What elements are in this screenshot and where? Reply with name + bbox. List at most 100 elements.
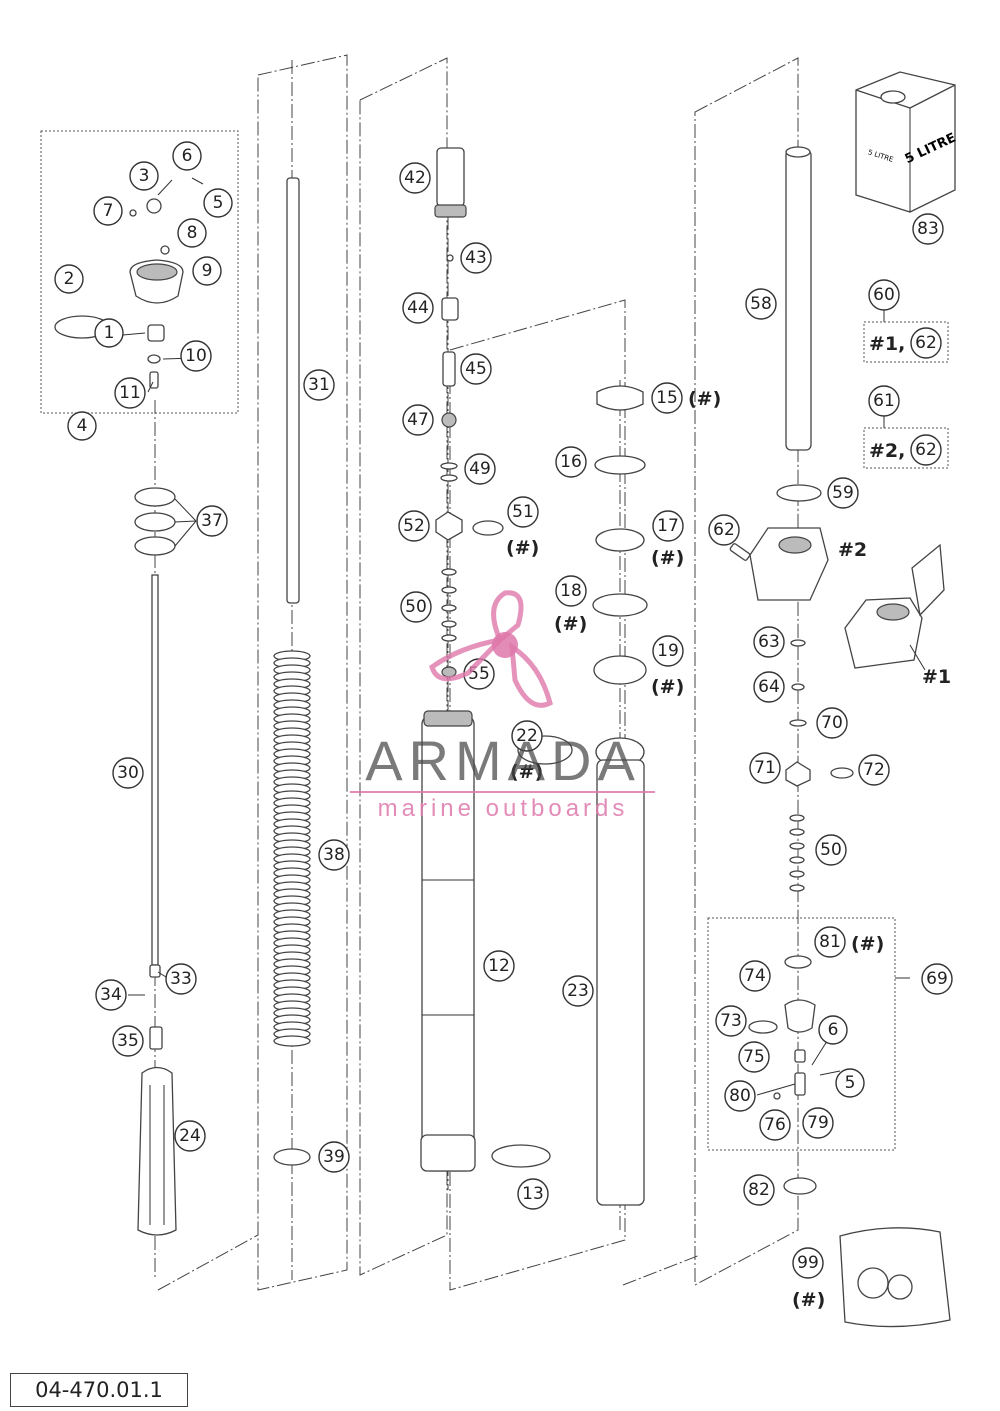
svg-text:76: 76 bbox=[764, 1115, 786, 1135]
svg-text:83: 83 bbox=[917, 219, 939, 239]
watermark-tagline: marine outboards bbox=[377, 795, 629, 822]
watermark-divider bbox=[350, 791, 655, 793]
svg-text:42: 42 bbox=[404, 168, 426, 188]
group-boxes bbox=[40, 130, 949, 1151]
group-box-4 bbox=[40, 130, 239, 414]
damper-rod-30 bbox=[149, 574, 163, 1050]
fork-clamps bbox=[729, 484, 945, 669]
callout-11: 11 bbox=[114, 377, 146, 409]
callout-30: 30 bbox=[112, 757, 144, 789]
piston-rod-31 bbox=[286, 177, 300, 604]
kit-box-60 bbox=[863, 321, 949, 363]
callout-9: 9 bbox=[192, 256, 222, 286]
svg-text:50: 50 bbox=[820, 840, 842, 860]
reference-marks: (#) (#) (#) (#) (#) (#) (#) (#) #2 #1 #1… bbox=[506, 333, 951, 1311]
group-box-69 bbox=[707, 917, 896, 1151]
callout-52: 52 bbox=[398, 510, 430, 542]
svg-text:50: 50 bbox=[405, 597, 427, 617]
svg-text:47: 47 bbox=[407, 410, 429, 430]
callout-17: 17 bbox=[652, 510, 684, 542]
callout-4: 4 bbox=[67, 411, 97, 441]
callout-73: 73 bbox=[715, 1005, 747, 1037]
svg-text:43: 43 bbox=[465, 248, 487, 268]
callout-70: 70 bbox=[816, 707, 848, 739]
callout-31: 31 bbox=[303, 369, 335, 401]
seal-ring-13 bbox=[491, 1144, 551, 1168]
svg-text:11: 11 bbox=[119, 383, 141, 403]
svg-text:24: 24 bbox=[179, 1126, 201, 1146]
callout-5a: 5 bbox=[203, 188, 233, 218]
svg-text:45: 45 bbox=[465, 359, 487, 379]
ref-mark-22: (#) bbox=[510, 761, 543, 783]
svg-text:71: 71 bbox=[754, 758, 776, 778]
shim-stack-37 bbox=[134, 487, 176, 556]
callout-3: 3 bbox=[129, 161, 159, 191]
base-valve-69 bbox=[748, 955, 817, 1195]
callout-22: 22 bbox=[511, 720, 543, 752]
callout-33: 33 bbox=[165, 963, 197, 995]
ref-mark-19: (#) bbox=[651, 676, 684, 698]
callout-5b: 5 bbox=[835, 1068, 865, 1098]
callout-62-kit60: 62 bbox=[910, 327, 942, 359]
callout-8: 8 bbox=[177, 218, 207, 248]
callout-42: 42 bbox=[399, 162, 431, 194]
svg-text:70: 70 bbox=[821, 713, 843, 733]
svg-text:31: 31 bbox=[308, 375, 330, 395]
callout-83: 83 bbox=[912, 213, 944, 245]
callout-62-kit61: 62 bbox=[910, 434, 942, 466]
callout-82: 82 bbox=[743, 1174, 775, 1206]
callout-18: 18 bbox=[555, 575, 587, 607]
svg-text:6: 6 bbox=[182, 146, 193, 166]
svg-text:51: 51 bbox=[512, 502, 534, 522]
inner-tube-23 bbox=[596, 759, 645, 1206]
callout-50b: 50 bbox=[815, 834, 847, 866]
svg-text:37: 37 bbox=[201, 511, 223, 531]
ref-mark-51: (#) bbox=[506, 537, 539, 559]
svg-text:6: 6 bbox=[828, 1020, 839, 1040]
svg-text:38: 38 bbox=[323, 845, 345, 865]
slider-tube-58 bbox=[785, 146, 812, 451]
cap-assembly bbox=[54, 198, 184, 389]
callout-71: 71 bbox=[749, 752, 781, 784]
watermark-brand: ARMADA bbox=[365, 729, 641, 792]
svg-text:64: 64 bbox=[758, 677, 780, 697]
ref-mark-clamp-2: #2 bbox=[838, 539, 867, 561]
kit-box-61 bbox=[863, 427, 949, 469]
callout-19: 19 bbox=[652, 635, 684, 667]
spring-coil bbox=[273, 1035, 311, 1047]
svg-text:58: 58 bbox=[750, 294, 772, 314]
svg-text:72: 72 bbox=[863, 760, 885, 780]
svg-text:75: 75 bbox=[743, 1047, 765, 1067]
callout-79: 79 bbox=[802, 1107, 834, 1139]
svg-text:61: 61 bbox=[873, 391, 895, 411]
callout-45: 45 bbox=[460, 353, 492, 385]
kit-note-61: #2, bbox=[869, 440, 905, 462]
svg-text:22: 22 bbox=[516, 726, 538, 746]
callout-61: 61 bbox=[868, 385, 900, 417]
callout-38: 38 bbox=[318, 839, 350, 871]
svg-text:5: 5 bbox=[845, 1073, 856, 1093]
cartridge-24 bbox=[137, 1066, 177, 1236]
callout-64: 64 bbox=[753, 671, 785, 703]
svg-text:73: 73 bbox=[720, 1011, 742, 1031]
callout-47: 47 bbox=[402, 404, 434, 436]
svg-text:79: 79 bbox=[807, 1113, 829, 1133]
svg-text:62: 62 bbox=[713, 520, 735, 540]
ref-mark-99: (#) bbox=[792, 1289, 825, 1311]
callout-72: 72 bbox=[858, 754, 890, 786]
ref-mark-81: (#) bbox=[851, 933, 884, 955]
callout-13: 13 bbox=[517, 1178, 549, 1210]
ref-mark-15: (#) bbox=[688, 388, 721, 410]
svg-text:44: 44 bbox=[407, 298, 429, 318]
callout-6b: 6 bbox=[818, 1015, 848, 1045]
fork-spring-38 bbox=[273, 650, 311, 1047]
svg-text:82: 82 bbox=[748, 1180, 770, 1200]
svg-text:30: 30 bbox=[117, 763, 139, 783]
svg-text:62: 62 bbox=[915, 440, 937, 460]
callout-1: 1 bbox=[94, 318, 124, 348]
oil-can-83: 5 LITRE 5 LITRE bbox=[855, 71, 958, 213]
svg-text:12: 12 bbox=[488, 956, 510, 976]
callout-2: 2 bbox=[54, 264, 84, 294]
propeller-logo-icon bbox=[429, 590, 553, 708]
